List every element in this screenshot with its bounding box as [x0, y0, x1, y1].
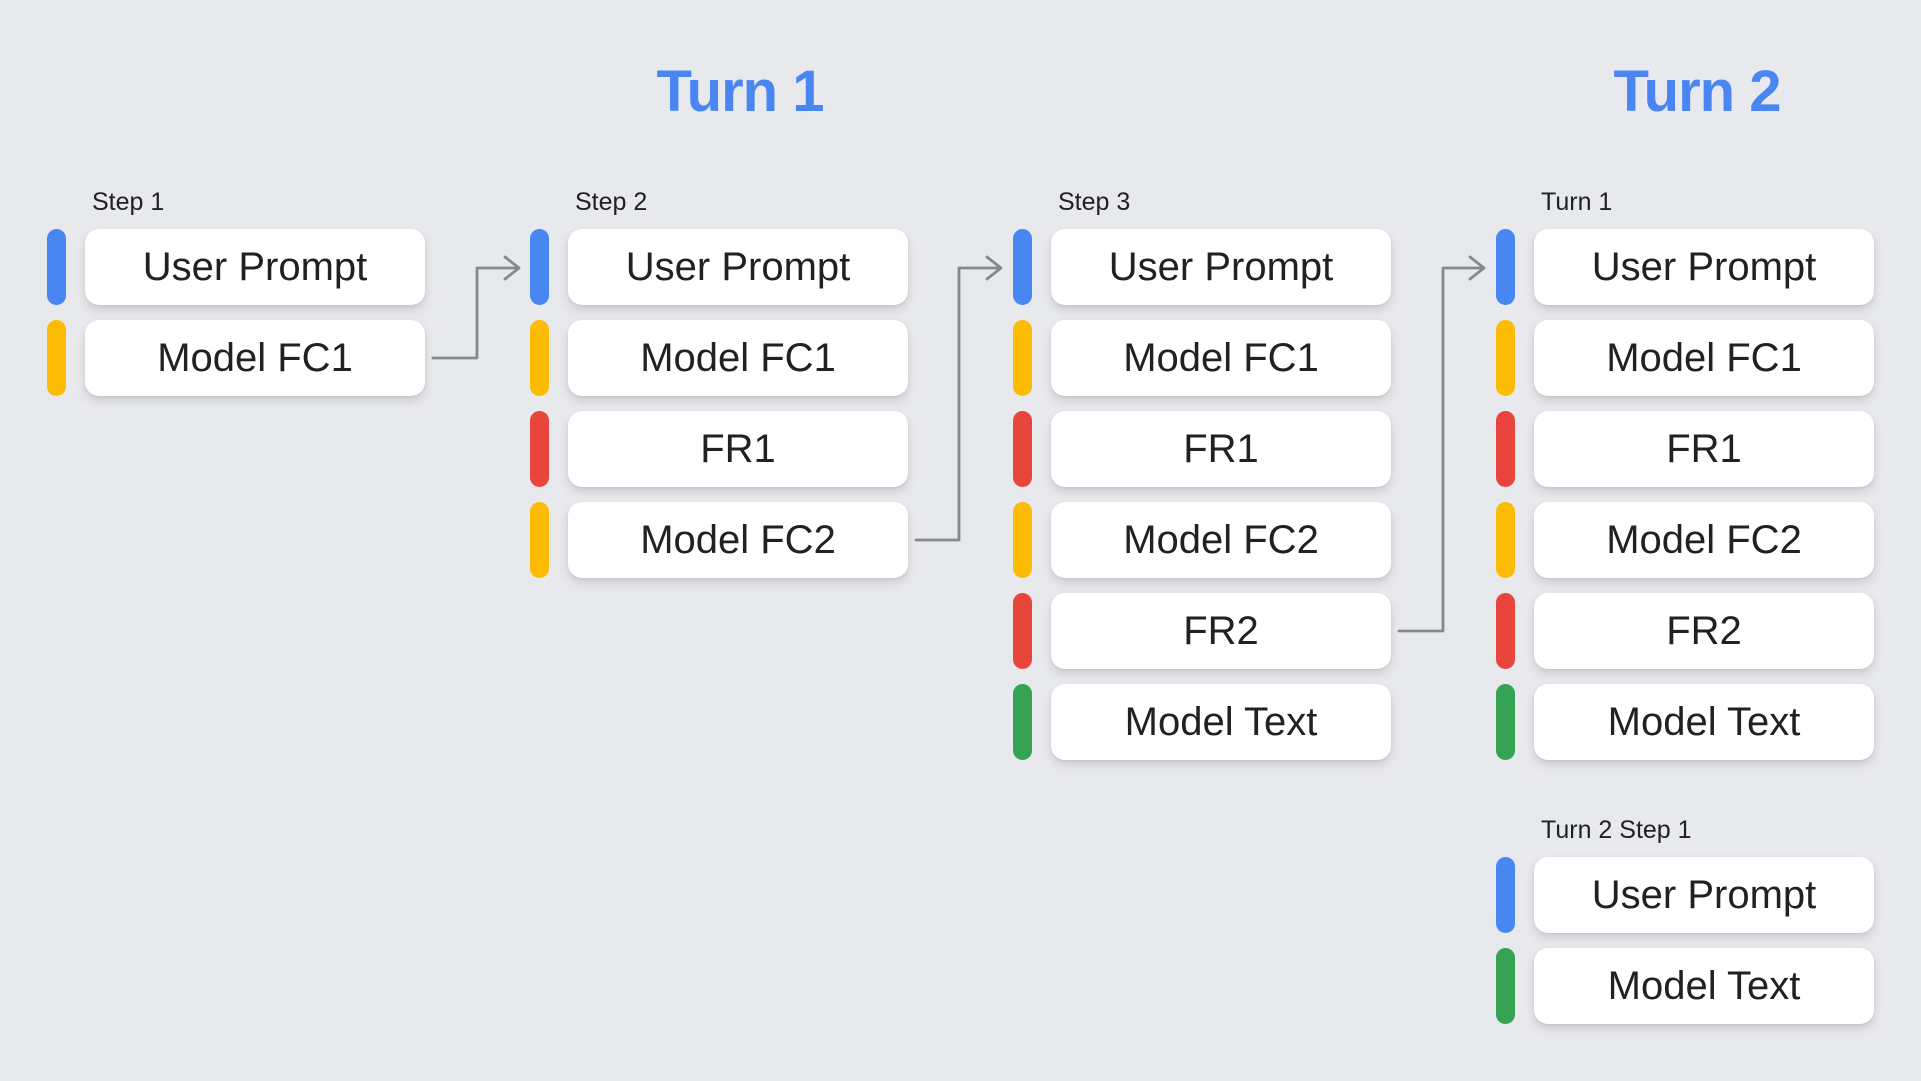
message-card: Model Text	[1051, 684, 1391, 760]
function-call-pill	[1496, 320, 1515, 396]
message-card: Model FC2	[1534, 502, 1874, 578]
message-card: User Prompt	[1051, 229, 1391, 305]
message-card: Model FC1	[85, 320, 425, 396]
message-row: FR2	[1496, 593, 1896, 669]
group-label: Step 2	[575, 188, 648, 216]
function-response-pill	[1496, 411, 1515, 487]
message-card: Model FC1	[1051, 320, 1391, 396]
message-row: Model FC1	[1013, 320, 1413, 396]
function-response-pill	[1013, 593, 1032, 669]
message-row: Model Text	[1013, 684, 1413, 760]
function-response-pill	[1013, 411, 1032, 487]
group-step-3: Step 3 User Prompt Model FC1 FR1 Model F…	[1013, 188, 1413, 775]
message-row: Model FC1	[530, 320, 930, 396]
user-prompt-pill	[47, 229, 66, 305]
function-call-pill	[530, 502, 549, 578]
group-label: Turn 1	[1541, 188, 1613, 216]
function-call-pill	[530, 320, 549, 396]
group-turn-1-context: Turn 1 User Prompt Model FC1 FR1 Model F…	[1496, 188, 1896, 775]
group-label: Turn 2 Step 1	[1541, 816, 1692, 844]
message-row: FR1	[530, 411, 930, 487]
message-row: FR1	[1496, 411, 1896, 487]
message-row: Model FC2	[1013, 502, 1413, 578]
message-row: FR1	[1013, 411, 1413, 487]
group-label: Step 1	[92, 188, 165, 216]
user-prompt-pill	[1496, 857, 1515, 933]
message-row: User Prompt	[1013, 229, 1413, 305]
function-response-pill	[530, 411, 549, 487]
message-row: User Prompt	[47, 229, 447, 305]
function-call-pill	[47, 320, 66, 396]
function-response-pill	[1496, 593, 1515, 669]
message-card: Model FC2	[568, 502, 908, 578]
message-card: Model FC1	[568, 320, 908, 396]
message-row: Model FC2	[530, 502, 930, 578]
message-card: FR1	[1051, 411, 1391, 487]
message-card: FR2	[1534, 593, 1874, 669]
user-prompt-pill	[530, 229, 549, 305]
message-card: FR2	[1051, 593, 1391, 669]
message-row: FR2	[1013, 593, 1413, 669]
group-step-1: Step 1 User Prompt Model FC1	[47, 188, 447, 411]
message-row: Model Text	[1496, 948, 1896, 1024]
user-prompt-pill	[1013, 229, 1032, 305]
message-card: User Prompt	[1534, 857, 1874, 933]
message-card: Model Text	[1534, 684, 1874, 760]
message-row: Model FC2	[1496, 502, 1896, 578]
model-text-pill	[1496, 948, 1515, 1024]
turn-1-heading: Turn 1	[656, 59, 825, 124]
group-label: Step 3	[1058, 188, 1131, 216]
message-card: Model FC2	[1051, 502, 1391, 578]
model-text-pill	[1496, 684, 1515, 760]
message-card: Model FC1	[1534, 320, 1874, 396]
group-step-2: Step 2 User Prompt Model FC1 FR1 Model F…	[530, 188, 930, 593]
message-card: FR1	[1534, 411, 1874, 487]
function-call-pill	[1013, 320, 1032, 396]
group-turn-2-step-1: Turn 2 Step 1 User Prompt Model Text	[1496, 816, 1896, 1039]
function-call-pill	[1013, 502, 1032, 578]
message-card: Model Text	[1534, 948, 1874, 1024]
message-row: Model Text	[1496, 684, 1896, 760]
message-card: User Prompt	[568, 229, 908, 305]
function-call-pill	[1496, 502, 1515, 578]
message-card: User Prompt	[85, 229, 425, 305]
user-prompt-pill	[1496, 229, 1515, 305]
message-card: FR1	[568, 411, 908, 487]
model-text-pill	[1013, 684, 1032, 760]
message-row: User Prompt	[1496, 857, 1896, 933]
message-row: User Prompt	[530, 229, 930, 305]
message-row: User Prompt	[1496, 229, 1896, 305]
message-row: Model FC1	[47, 320, 447, 396]
message-row: Model FC1	[1496, 320, 1896, 396]
turn-2-heading: Turn 2	[1613, 59, 1782, 124]
message-card: User Prompt	[1534, 229, 1874, 305]
